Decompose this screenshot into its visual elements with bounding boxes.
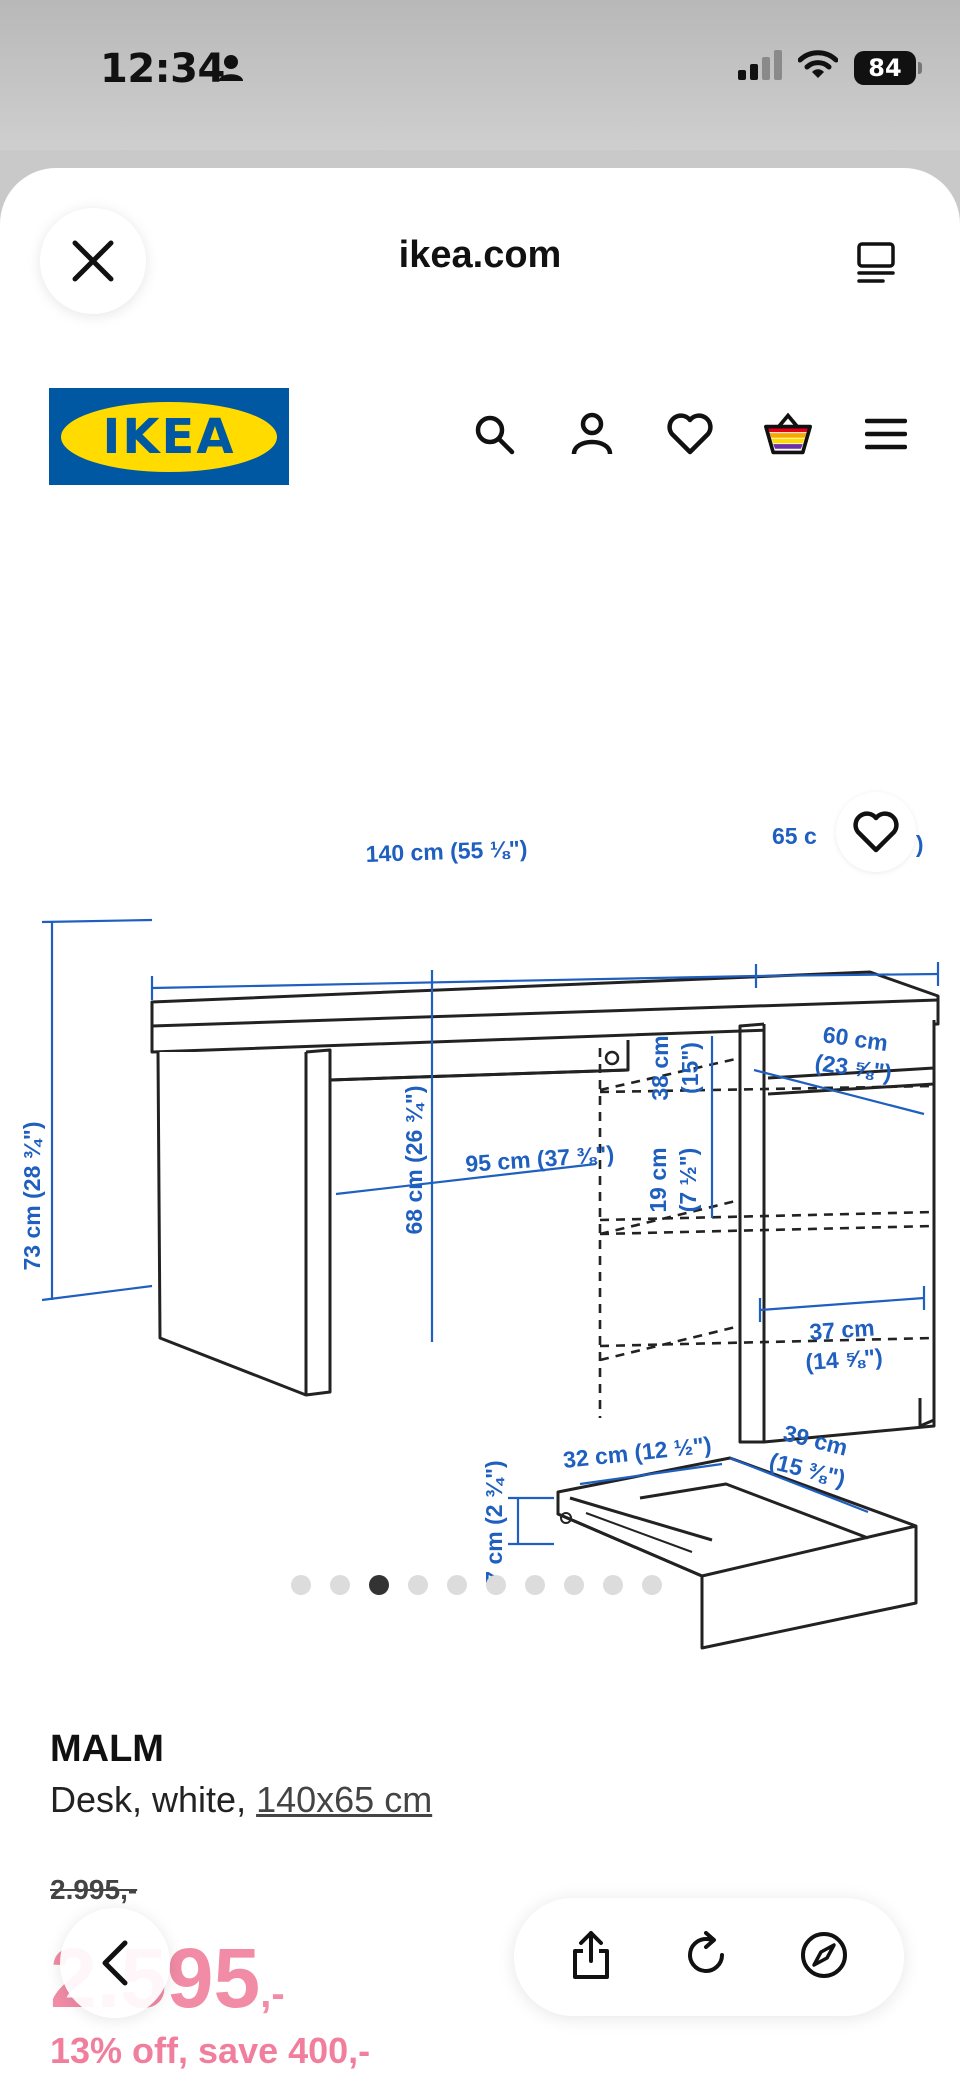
- status-time: 12:34: [100, 46, 225, 92]
- site-nav: [470, 410, 910, 458]
- heart-icon[interactable]: [666, 410, 714, 458]
- browser-top-bar: ikea.com: [0, 168, 960, 348]
- url-label[interactable]: ikea.com: [398, 234, 562, 276]
- reader-icon: [857, 242, 895, 283]
- basket-icon[interactable]: [764, 410, 812, 458]
- browser-sheet: ikea.com IKEA: [0, 168, 960, 2081]
- carousel-dot[interactable]: [329, 1575, 350, 1595]
- chevron-left-icon: [102, 1940, 128, 1986]
- reader-button[interactable]: [856, 242, 896, 289]
- carousel-dots: [0, 1575, 960, 1595]
- product-desc-text: Desk, white,: [50, 1779, 257, 1820]
- heart-icon: [853, 811, 899, 853]
- status-bar: 12:34 84: [0, 0, 960, 150]
- carousel-dot-active[interactable]: [368, 1575, 389, 1595]
- dim-depth: 65 c: [772, 823, 817, 849]
- dim-shelf-gap: 38 cm: [647, 1035, 673, 1100]
- ikea-logo[interactable]: IKEA: [49, 388, 289, 485]
- dim-drawer-height: 7 cm (2 ¾"): [481, 1460, 507, 1583]
- favorite-button[interactable]: [836, 792, 916, 872]
- carousel-dot[interactable]: [446, 1575, 467, 1595]
- carousel-dot[interactable]: [485, 1575, 506, 1595]
- carousel-dot[interactable]: [524, 1575, 545, 1595]
- signal-icon: [738, 50, 782, 85]
- dim-cabinet-width: 37 cm: [809, 1315, 876, 1345]
- dim-lower-gap: 19 cm: [645, 1147, 671, 1212]
- carousel-dot[interactable]: [641, 1575, 662, 1595]
- dim-height: 73 cm (28 ¾"): [19, 1122, 45, 1271]
- product-info: MALM Desk, white, 140x65 cm: [50, 1728, 910, 1821]
- product-name: MALM: [50, 1728, 164, 1770]
- dim-shelf-gap-in: (15"): [677, 1042, 703, 1094]
- carousel-dot[interactable]: [290, 1575, 311, 1595]
- menu-icon[interactable]: [862, 410, 910, 458]
- close-button[interactable]: [40, 208, 146, 314]
- old-price: 2.995,-: [50, 1874, 138, 1905]
- dim-leg-width: 95 cm (37 ⅜"): [465, 1141, 615, 1177]
- new-price-suffix: ,-: [260, 1972, 285, 2016]
- logo-text: IKEA: [102, 408, 236, 465]
- close-icon: [72, 240, 114, 282]
- logo-oval: IKEA: [61, 401, 277, 472]
- battery-level: 84: [868, 53, 902, 82]
- dimensions-link[interactable]: 140x65 cm: [256, 1779, 433, 1820]
- dim-width: 140 cm (55 ⅛"): [365, 835, 528, 867]
- carousel-dot[interactable]: [602, 1575, 623, 1595]
- product-description: Desk, white, 140x65 cm: [50, 1779, 910, 1821]
- dim-lower-gap-in: (7 ½"): [675, 1148, 701, 1213]
- person-icon: [218, 54, 244, 87]
- reload-icon[interactable]: [682, 1930, 730, 1984]
- carousel-dot[interactable]: [407, 1575, 428, 1595]
- browser-toolbar: [514, 1898, 904, 2016]
- dimension-drawing: 140 cm (55 ⅛") 65 c ") 73 cm (28 ¾") 68 …: [19, 823, 940, 1650]
- product-gallery[interactable]: 140 cm (55 ⅛") 65 c ") 73 cm (28 ¾") 68 …: [0, 608, 960, 1718]
- battery-icon: 84: [854, 50, 922, 85]
- compass-icon[interactable]: [799, 1930, 849, 1985]
- carousel-dot[interactable]: [563, 1575, 584, 1595]
- back-button[interactable]: [60, 1908, 170, 2018]
- dim-leg-height: 68 cm (26 ¾"): [401, 1086, 427, 1235]
- wifi-icon: [797, 50, 839, 85]
- account-icon[interactable]: [568, 410, 616, 458]
- status-indicators: 84: [738, 50, 922, 85]
- discount-text: 13% off, save 400,-: [50, 2030, 371, 2071]
- search-icon[interactable]: [470, 410, 518, 458]
- share-icon[interactable]: [569, 1929, 613, 1986]
- dim-cabinet-width-in: (14 ⅝"): [805, 1344, 884, 1375]
